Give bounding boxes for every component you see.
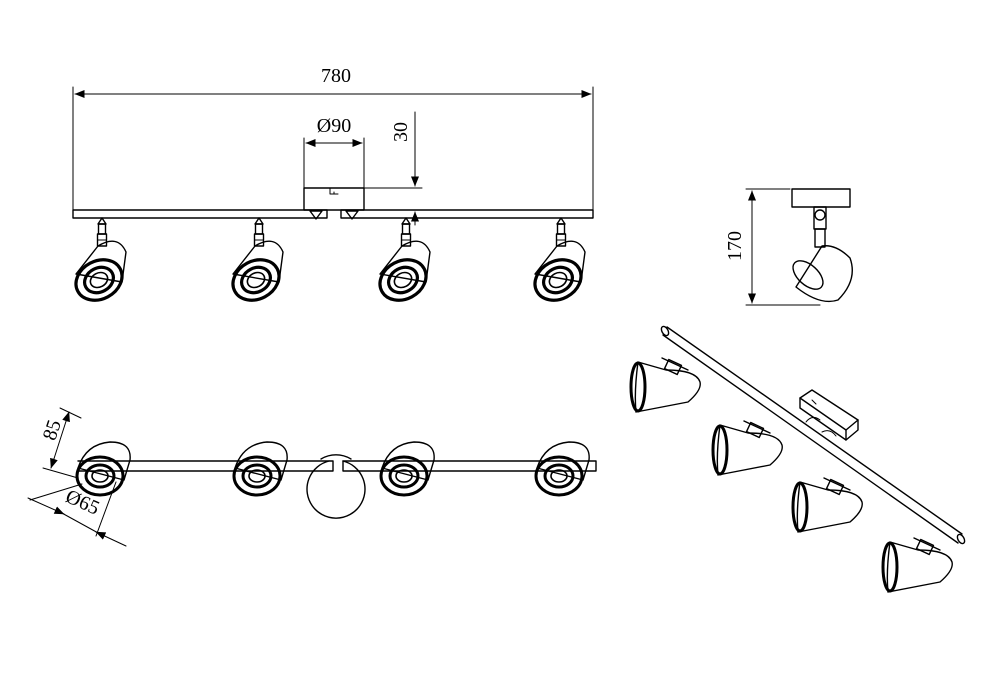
perspective-view: [629, 325, 966, 594]
front-view: 780 Ø90 30: [67, 65, 594, 310]
top-view: 85 Ø65: [27, 407, 597, 547]
base-height-label: 30: [390, 122, 412, 142]
length-dimension-label: 780: [321, 65, 351, 87]
base-diameter-label: Ø90: [317, 115, 351, 137]
side-view: 170: [724, 188, 853, 306]
head-depth-label: 85: [39, 417, 66, 443]
total-height-label: 170: [724, 231, 746, 261]
head-diameter-label: Ø65: [62, 485, 102, 519]
